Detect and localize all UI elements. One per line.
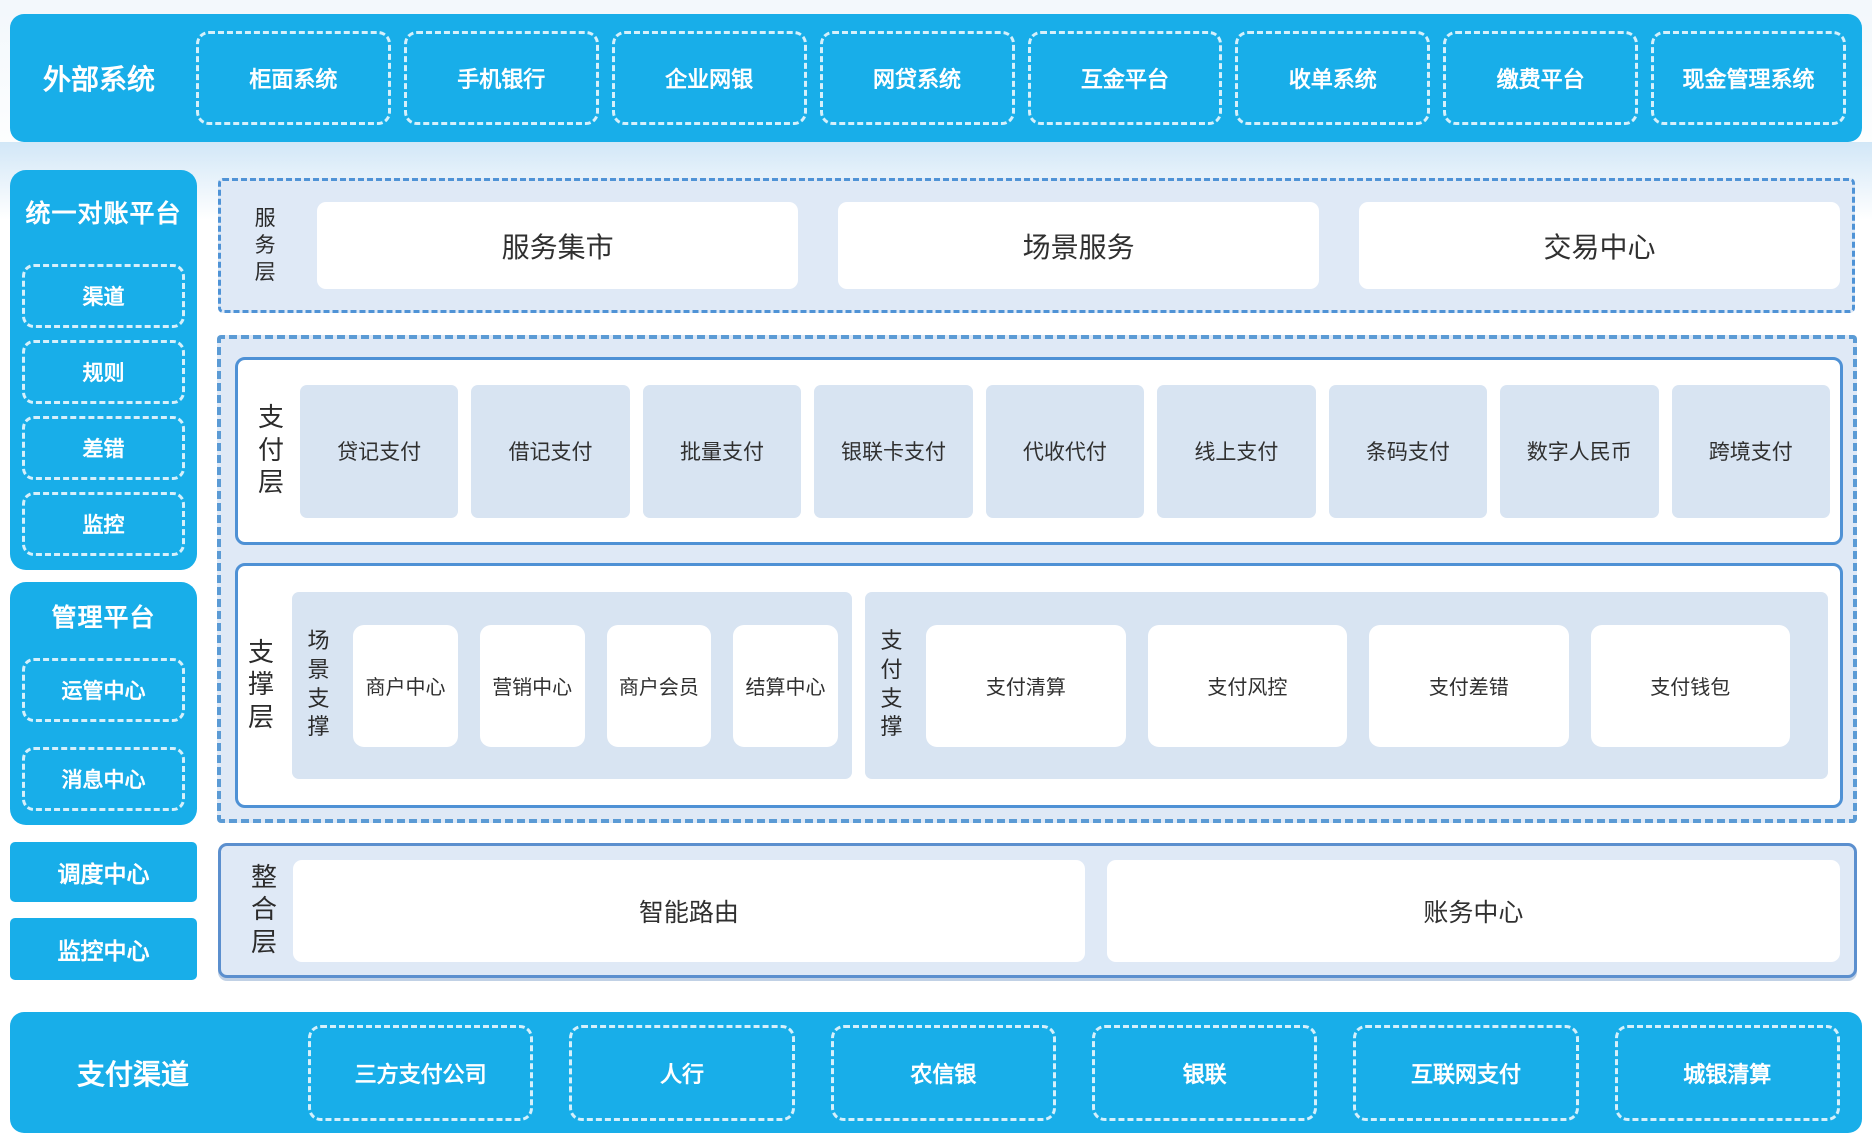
service-layer-panel: 服务层 服务集市 场景服务 交易中心	[218, 178, 1855, 313]
external-system-item-bill-pay: 缴费平台	[1443, 31, 1639, 125]
payment-channels-bar: 支付渠道 三方支付公司 人行 农信银 银联 互联网支付 城银清算	[10, 1012, 1862, 1133]
integration-layer-panel: 整合层 智能路由 账务中心	[218, 843, 1857, 978]
payment-item-collection: 代收代付	[985, 384, 1145, 518]
payment-layer-label: 支付层	[257, 403, 284, 499]
reconciliation-item-rules: 规则	[22, 340, 185, 404]
pay-support-item-wallet: 支付钱包	[1590, 624, 1790, 747]
service-item-service-market: 服务集市	[317, 202, 799, 289]
external-system-item-acquiring: 收单系统	[1235, 31, 1431, 125]
external-systems-bar: 外部系统 柜面系统 手机银行 企业网银 网贷系统 互金平台 收单系统 缴费平台 …	[10, 14, 1862, 142]
scene-item-merchant-member: 商户会员	[606, 624, 712, 747]
management-item-operation-center: 运管中心	[22, 658, 185, 722]
scene-support-group: 场景支撑 商户中心 营销中心 商户会员 结算中心	[291, 592, 852, 779]
external-systems-items: 柜面系统 手机银行 企业网银 网贷系统 互金平台 收单系统 缴费平台 现金管理系…	[196, 31, 1846, 125]
reconciliation-item-error: 差错	[22, 416, 185, 480]
pay-support-item-risk-control: 支付风控	[1147, 624, 1348, 747]
reconciliation-platform-title: 统一对账平台	[25, 199, 182, 228]
payment-item-digital-rmb: 数字人民币	[1500, 384, 1659, 518]
channel-item-internet-payment: 互联网支付	[1353, 1024, 1579, 1121]
external-system-item-online-loan: 网贷系统	[819, 31, 1015, 125]
integration-item-accounting-center: 账务中心	[1106, 859, 1840, 962]
reconciliation-item-channel: 渠道	[22, 264, 185, 328]
channel-item-unionpay: 银联	[1091, 1024, 1318, 1121]
management-item-message-center: 消息中心	[22, 747, 185, 811]
support-layer-label: 支撑层	[247, 637, 274, 733]
service-layer-label: 服务层	[254, 205, 276, 285]
pay-support-item-clearing: 支付清算	[926, 624, 1126, 747]
payment-layer-items: 贷记支付 借记支付 批量支付 银联卡支付 代收代付 线上支付 条码支付 数字人民…	[299, 384, 1830, 518]
payment-layer-box: 支付层 贷记支付 借记支付 批量支付 银联卡支付 代收代付 线上支付 条码支付 …	[235, 357, 1843, 545]
payment-item-debit: 借记支付	[471, 384, 630, 518]
external-system-item-guimian: 柜面系统	[196, 31, 391, 125]
payment-support-group: 支付支撑 支付清算 支付风控 支付差错 支付钱包	[864, 592, 1828, 779]
service-item-scene-service: 场景服务	[838, 202, 1320, 289]
external-system-item-fintech-platform: 互金平台	[1027, 31, 1223, 125]
management-platform-block: 管理平台 运管中心 消息中心	[10, 582, 197, 825]
reconciliation-platform-block: 统一对账平台 渠道 规则 差错 监控	[10, 170, 197, 570]
payment-channels-title: 支付渠道	[76, 1057, 189, 1091]
payment-item-credit: 贷记支付	[299, 384, 459, 518]
scene-item-settlement-center: 结算中心	[733, 624, 838, 747]
core-layers-container: 支付层 贷记支付 借记支付 批量支付 银联卡支付 代收代付 线上支付 条码支付 …	[217, 335, 1857, 823]
management-platform-items: 运管中心 消息中心	[22, 658, 185, 811]
channel-item-third-party: 三方支付公司	[308, 1024, 534, 1121]
payment-item-unionpay-card: 银联卡支付	[814, 384, 973, 518]
external-system-item-mobile-bank: 手机银行	[403, 31, 599, 125]
scene-item-marketing-center: 营销中心	[479, 624, 585, 747]
payment-item-cross-border: 跨境支付	[1671, 384, 1830, 518]
external-systems-title: 外部系统	[42, 63, 155, 96]
reconciliation-item-monitor: 监控	[22, 492, 185, 556]
channel-item-pboc: 人行	[569, 1024, 795, 1121]
support-layer-box: 支撑层 场景支撑 商户中心 营销中心 商户会员 结算中心 支付支撑 支付清算 支…	[235, 563, 1843, 808]
scene-item-merchant-center: 商户中心	[353, 624, 458, 747]
channel-item-rural-credit: 农信银	[830, 1024, 1056, 1121]
integration-layer-label: 整合层	[250, 862, 277, 958]
payment-support-label: 支付支撑	[880, 629, 903, 741]
payment-channels-items: 三方支付公司 人行 农信银 银联 互联网支付 城银清算	[308, 1024, 1840, 1121]
dispatch-center-block: 调度中心	[10, 842, 197, 902]
payment-item-barcode: 条码支付	[1328, 384, 1488, 518]
monitor-center-block: 监控中心	[10, 918, 197, 980]
reconciliation-platform-items: 渠道 规则 差错 监控	[22, 264, 185, 556]
management-platform-title: 管理平台	[51, 603, 156, 632]
channel-item-city-bank-clearing: 城银清算	[1614, 1024, 1840, 1121]
scene-support-label: 场景支撑	[307, 629, 330, 741]
integration-item-smart-routing: 智能路由	[292, 859, 1085, 962]
external-system-item-cash-mgmt: 现金管理系统	[1651, 31, 1846, 125]
external-system-item-corp-ebank: 企业网银	[611, 31, 807, 125]
payment-item-batch: 批量支付	[642, 384, 802, 518]
service-item-trade-center: 交易中心	[1359, 202, 1840, 289]
payment-item-online: 线上支付	[1157, 384, 1316, 518]
pay-support-item-error: 支付差错	[1369, 624, 1569, 747]
